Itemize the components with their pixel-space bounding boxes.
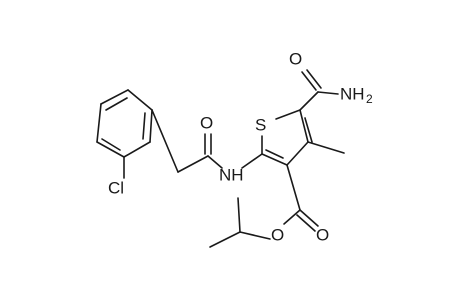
amine-subscript-label: 2 <box>366 92 373 106</box>
nh-thiophene-bond <box>241 153 263 169</box>
amide-co-double-bond-2 <box>306 69 322 89</box>
amine-n-label: NH <box>340 84 365 103</box>
benzene-ring <box>96 89 153 158</box>
thiophene-ring <box>261 109 313 166</box>
isopropyl-methyl-bond-2 <box>237 197 241 233</box>
amide-nh-label: NH <box>219 165 244 184</box>
sulfur-atom-label: S <box>255 115 266 134</box>
amide-carbon-bond <box>299 91 319 111</box>
benzyl-ch2-bond <box>151 109 179 173</box>
ester-co-double-bond-2 <box>296 214 316 232</box>
ester-co-bond <box>283 209 301 225</box>
ch2-carbonyl-bond <box>177 155 209 173</box>
ester-oxygen-label: O <box>271 225 284 244</box>
amide-oxygen-label: O <box>289 49 302 68</box>
amide-cn-bond <box>317 91 339 95</box>
carbonyl-nh-bond <box>207 155 223 169</box>
ester-co-double-bond <box>299 209 319 227</box>
ester-carbonyl-oxygen-label: O <box>316 225 329 244</box>
chlorine-atom-label: Cl <box>108 178 124 197</box>
amide-co-double-bond <box>301 71 317 91</box>
acyl-oxygen-label: O <box>200 113 213 132</box>
methyl-bond <box>307 141 345 154</box>
ester-carbon-bond <box>286 164 301 211</box>
isopropyl-o-bond <box>239 231 271 240</box>
isopropyl-methyl-bond <box>209 231 241 248</box>
